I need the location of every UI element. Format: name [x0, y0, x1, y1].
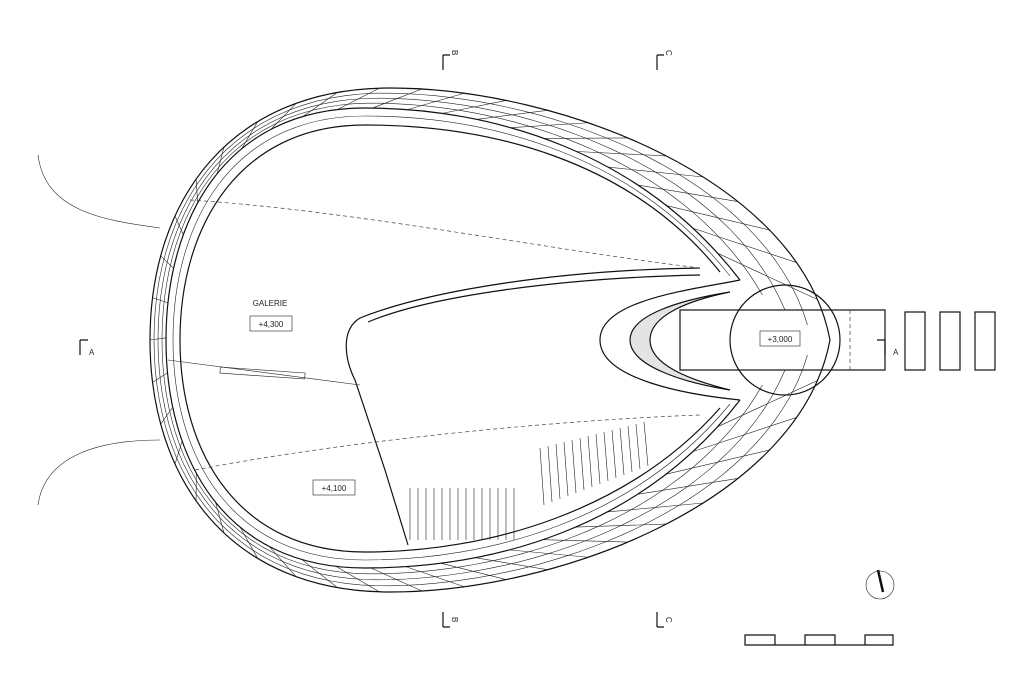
floor-edge: [167, 359, 361, 386]
stair-tread: [611, 429, 617, 479]
north-arrow-icon: [865, 569, 895, 600]
stair-tread: [539, 447, 545, 506]
stair-tread: [579, 437, 585, 491]
level-lower: +4,100: [322, 484, 347, 493]
section-marker-a-right: A: [877, 339, 899, 357]
section-marker-b-bottom: B: [442, 612, 459, 628]
step-1: [904, 311, 926, 371]
svg-text:B: B: [450, 617, 459, 622]
walkway-edge: [179, 124, 721, 553]
stair-tread: [643, 421, 649, 467]
outer-shell: [149, 87, 831, 593]
section-marker-b-top: B: [442, 50, 459, 70]
stair-tread: [595, 433, 601, 485]
inner-wall: [165, 107, 741, 569]
gallery-ramp: [345, 267, 701, 546]
stair-tread: [547, 445, 553, 503]
overhead-line: [189, 199, 701, 269]
svg-text:A: A: [89, 348, 95, 357]
section-marker-a-left: A: [79, 339, 95, 357]
svg-text:B: B: [450, 50, 459, 55]
stair-tread: [635, 423, 641, 470]
stair-tread: [627, 425, 633, 473]
ramp-inner-edge: [367, 274, 701, 323]
level-galerie: +4,300: [259, 320, 284, 329]
nose-hatch: [629, 291, 731, 391]
level-box: [249, 315, 293, 332]
level-bridge: +3,000: [768, 335, 793, 344]
room-name-galerie: GALERIE: [253, 299, 288, 308]
facade-ring: [157, 97, 786, 581]
step-2: [939, 311, 961, 371]
landscape-curve-top: [37, 154, 161, 229]
stair-tread: [555, 443, 561, 500]
landscape-curve-bottom: [37, 439, 161, 506]
svg-text:C: C: [664, 50, 673, 56]
staircase: [409, 421, 649, 540]
section-marker-c-top: C: [656, 50, 673, 70]
level-box: [759, 330, 801, 347]
facade-grid: [149, 87, 818, 593]
stair-tread: [587, 435, 593, 488]
bench: [219, 366, 306, 380]
level-box: [312, 479, 356, 496]
facade-ring: [161, 102, 763, 575]
walkway-inner-line: [172, 115, 731, 561]
section-marker-c-bottom: C: [656, 612, 673, 628]
stair-tread: [619, 427, 625, 476]
step-3: [974, 311, 996, 371]
facade-ring: [153, 92, 808, 587]
svg-text:A: A: [893, 348, 899, 357]
stair-tread: [603, 431, 609, 482]
scale-bar: [744, 634, 894, 646]
svg-text:C: C: [664, 617, 673, 623]
entrance-nose: [599, 279, 741, 401]
stair-tread: [571, 439, 577, 494]
stair-tread: [563, 441, 569, 497]
overhead-line-lower: [194, 414, 701, 471]
entrance-drum: [729, 284, 841, 396]
